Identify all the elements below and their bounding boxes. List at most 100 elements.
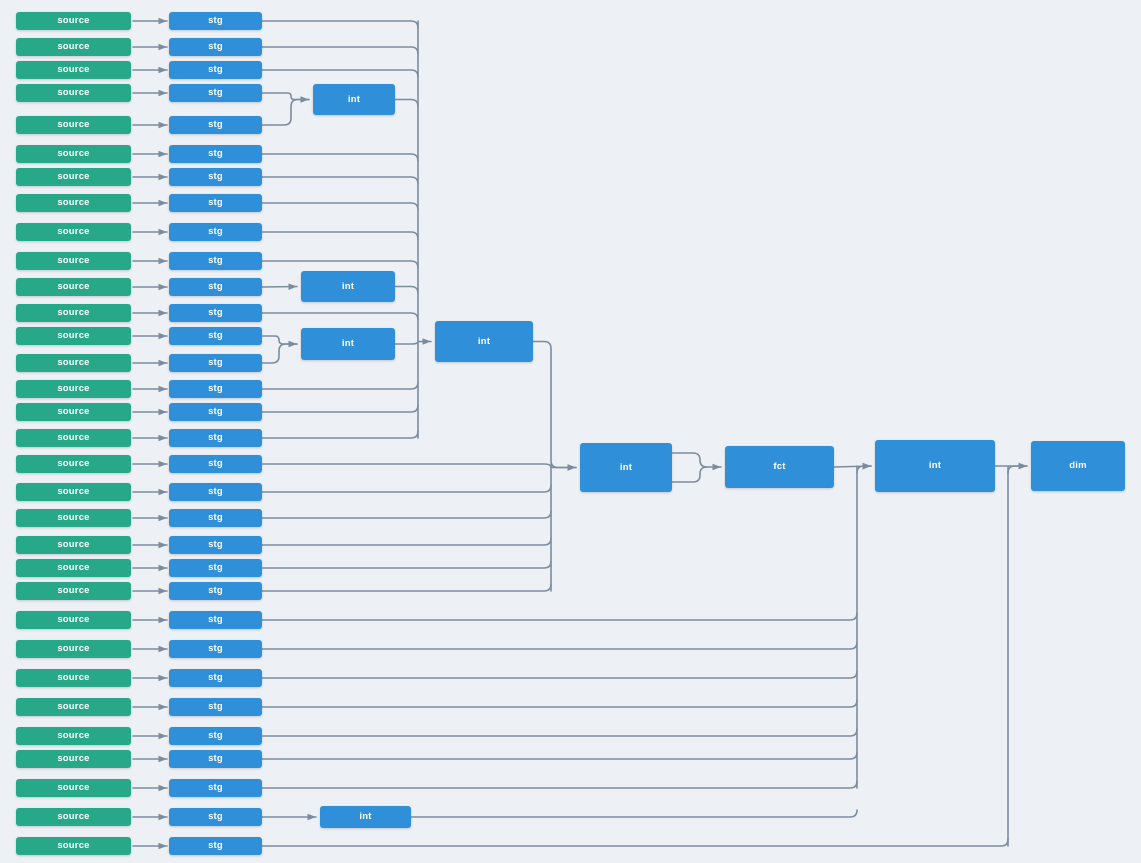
- node-stg-23[interactable]: stg: [169, 611, 262, 629]
- node-label: source: [57, 226, 90, 238]
- node-label: stg: [208, 811, 223, 823]
- node-source-23[interactable]: source: [16, 611, 131, 629]
- node-stg-17[interactable]: stg: [169, 455, 262, 473]
- node-stg-29[interactable]: stg: [169, 779, 262, 797]
- node-stg-13[interactable]: stg: [169, 354, 262, 372]
- node-stg-3[interactable]: stg: [169, 84, 262, 102]
- node-source-4[interactable]: source: [16, 116, 131, 134]
- node-source-13[interactable]: source: [16, 354, 131, 372]
- node-stg-8[interactable]: stg: [169, 223, 262, 241]
- node-stg-22[interactable]: stg: [169, 582, 262, 600]
- node-stg-20[interactable]: stg: [169, 536, 262, 554]
- node-int-f[interactable]: int: [875, 440, 995, 492]
- node-label: source: [57, 148, 90, 160]
- node-label: source: [57, 701, 90, 713]
- node-label: stg: [208, 255, 223, 267]
- node-int-a[interactable]: int: [313, 84, 395, 115]
- node-label: stg: [208, 432, 223, 444]
- node-int-b[interactable]: int: [301, 271, 395, 302]
- node-int-g[interactable]: int: [320, 806, 411, 828]
- node-label: stg: [208, 357, 223, 369]
- node-stg-31[interactable]: stg: [169, 837, 262, 855]
- node-source-0[interactable]: source: [16, 12, 131, 30]
- node-source-3[interactable]: source: [16, 84, 131, 102]
- node-stg-24[interactable]: stg: [169, 640, 262, 658]
- node-stg-7[interactable]: stg: [169, 194, 262, 212]
- node-stg-6[interactable]: stg: [169, 168, 262, 186]
- node-stg-15[interactable]: stg: [169, 403, 262, 421]
- node-label: stg: [208, 119, 223, 131]
- node-source-15[interactable]: source: [16, 403, 131, 421]
- node-label: source: [57, 357, 90, 369]
- node-label: stg: [208, 64, 223, 76]
- node-stg-19[interactable]: stg: [169, 509, 262, 527]
- node-stg-28[interactable]: stg: [169, 750, 262, 768]
- node-int-d[interactable]: int: [435, 321, 533, 362]
- node-stg-21[interactable]: stg: [169, 559, 262, 577]
- node-source-16[interactable]: source: [16, 429, 131, 447]
- node-source-26[interactable]: source: [16, 698, 131, 716]
- node-label: source: [57, 255, 90, 267]
- node-source-5[interactable]: source: [16, 145, 131, 163]
- node-label: stg: [208, 307, 223, 319]
- node-source-7[interactable]: source: [16, 194, 131, 212]
- node-source-25[interactable]: source: [16, 669, 131, 687]
- node-source-24[interactable]: source: [16, 640, 131, 658]
- node-stg-2[interactable]: stg: [169, 61, 262, 79]
- node-source-10[interactable]: source: [16, 278, 131, 296]
- node-stg-5[interactable]: stg: [169, 145, 262, 163]
- node-source-30[interactable]: source: [16, 808, 131, 826]
- node-source-1[interactable]: source: [16, 38, 131, 56]
- node-source-17[interactable]: source: [16, 455, 131, 473]
- node-source-19[interactable]: source: [16, 509, 131, 527]
- node-label: source: [57, 41, 90, 53]
- node-stg-26[interactable]: stg: [169, 698, 262, 716]
- node-source-6[interactable]: source: [16, 168, 131, 186]
- node-label: stg: [208, 383, 223, 395]
- node-stg-1[interactable]: stg: [169, 38, 262, 56]
- node-label: stg: [208, 87, 223, 99]
- node-stg-11[interactable]: stg: [169, 304, 262, 322]
- node-label: source: [57, 614, 90, 626]
- node-source-22[interactable]: source: [16, 582, 131, 600]
- node-source-11[interactable]: source: [16, 304, 131, 322]
- node-stg-10[interactable]: stg: [169, 278, 262, 296]
- node-stg-12[interactable]: stg: [169, 327, 262, 345]
- node-stg-9[interactable]: stg: [169, 252, 262, 270]
- node-source-27[interactable]: source: [16, 727, 131, 745]
- node-source-18[interactable]: source: [16, 483, 131, 501]
- node-stg-16[interactable]: stg: [169, 429, 262, 447]
- node-int-c[interactable]: int: [301, 328, 395, 360]
- node-label: int: [619, 461, 633, 473]
- node-stg-27[interactable]: stg: [169, 727, 262, 745]
- node-label: stg: [208, 148, 223, 160]
- node-source-9[interactable]: source: [16, 252, 131, 270]
- node-source-21[interactable]: source: [16, 559, 131, 577]
- node-label: source: [57, 840, 90, 852]
- node-label: stg: [208, 782, 223, 794]
- node-fct[interactable]: fct: [725, 446, 834, 488]
- node-label: source: [57, 753, 90, 765]
- node-label: int: [341, 280, 355, 292]
- node-stg-30[interactable]: stg: [169, 808, 262, 826]
- node-stg-18[interactable]: stg: [169, 483, 262, 501]
- node-stg-4[interactable]: stg: [169, 116, 262, 134]
- node-int-e[interactable]: int: [580, 443, 672, 492]
- node-stg-0[interactable]: stg: [169, 12, 262, 30]
- node-source-20[interactable]: source: [16, 536, 131, 554]
- node-source-29[interactable]: source: [16, 779, 131, 797]
- node-label: source: [57, 64, 90, 76]
- node-label: stg: [208, 643, 223, 655]
- node-label: source: [57, 811, 90, 823]
- node-dim[interactable]: dim: [1031, 441, 1125, 491]
- node-source-8[interactable]: source: [16, 223, 131, 241]
- node-source-31[interactable]: source: [16, 837, 131, 855]
- node-stg-14[interactable]: stg: [169, 380, 262, 398]
- node-source-14[interactable]: source: [16, 380, 131, 398]
- node-source-2[interactable]: source: [16, 61, 131, 79]
- node-source-28[interactable]: source: [16, 750, 131, 768]
- node-label: source: [57, 782, 90, 794]
- node-source-12[interactable]: source: [16, 327, 131, 345]
- node-stg-25[interactable]: stg: [169, 669, 262, 687]
